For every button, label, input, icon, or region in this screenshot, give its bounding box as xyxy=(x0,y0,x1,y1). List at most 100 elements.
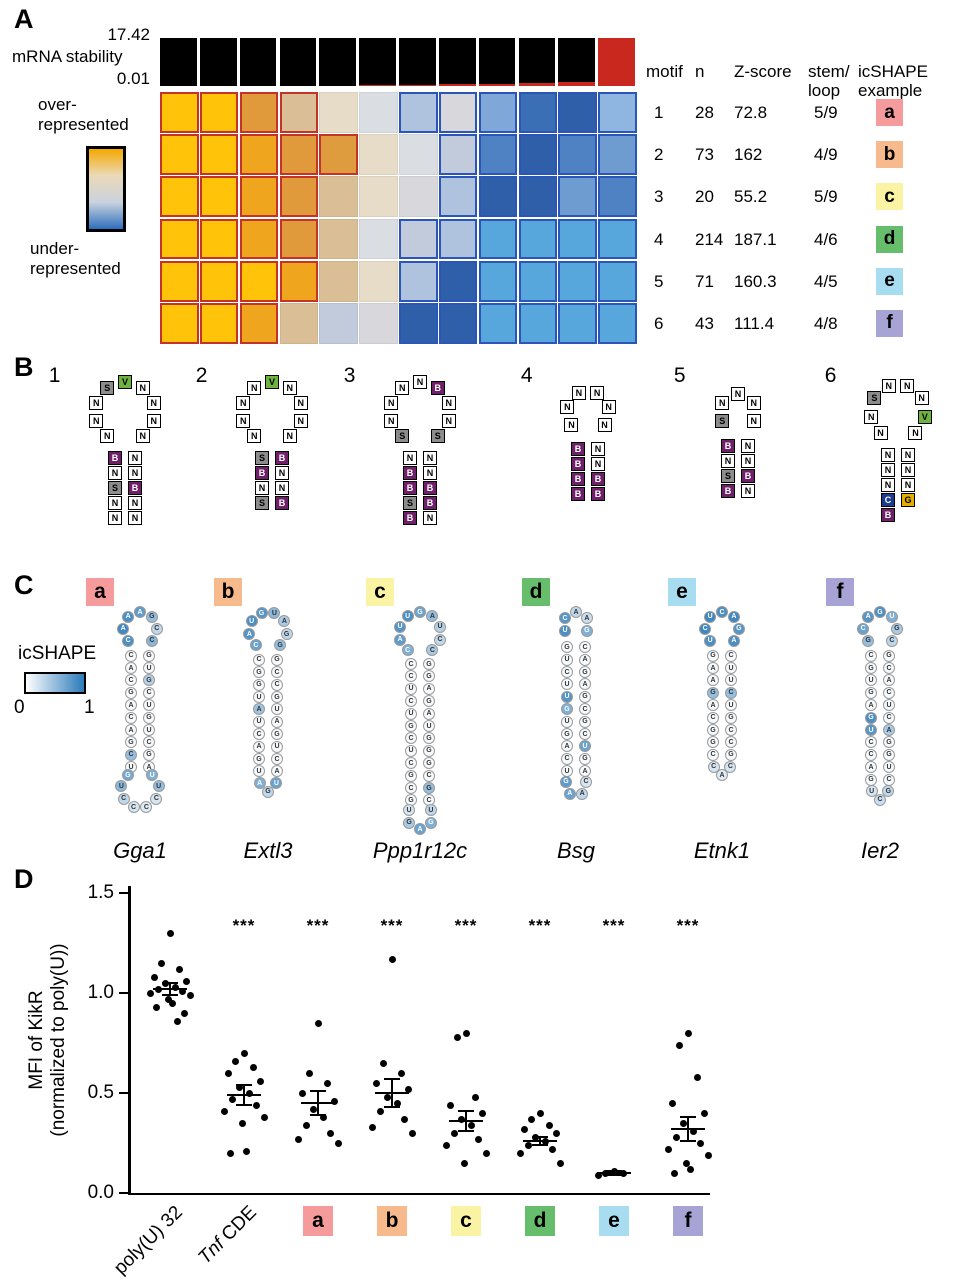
heatmap-cell xyxy=(399,134,438,176)
significance-stars: *** xyxy=(602,916,626,935)
data-point xyxy=(252,1101,260,1109)
sem-cap-top xyxy=(162,982,178,984)
data-point xyxy=(520,1125,528,1133)
data-point xyxy=(256,1077,264,1085)
structure-badge: a xyxy=(86,578,114,606)
nucleotide: C xyxy=(127,801,140,814)
panel-c-label: C xyxy=(14,570,34,600)
motif-residue-square: N xyxy=(293,414,308,429)
nucleotide: G xyxy=(561,641,573,654)
motif-number: 1 xyxy=(48,364,61,387)
panel-a-label: A xyxy=(14,4,34,34)
heatmap-cell xyxy=(239,218,279,260)
data-point xyxy=(556,1159,564,1167)
motif-residue-square: N xyxy=(135,380,150,395)
structure-badge: b xyxy=(214,578,242,606)
nucleotide: G xyxy=(732,622,745,635)
y-tick-label: 1.0 xyxy=(87,982,114,1003)
heatmap-cell xyxy=(160,176,199,218)
data-point xyxy=(552,1129,560,1137)
motif-residue-square: N xyxy=(900,379,915,394)
nucleotide: G xyxy=(255,607,268,620)
heatmap-cell xyxy=(438,218,478,260)
gene-name: Gga1 xyxy=(113,838,167,863)
nucleotide: U xyxy=(401,610,414,622)
motif-residue-square: N xyxy=(746,395,761,410)
data-point xyxy=(298,1089,306,1097)
table-header: Z-score xyxy=(734,62,792,81)
data-point xyxy=(379,1059,387,1067)
nucleotide: C xyxy=(725,724,737,736)
nucleotide: G xyxy=(125,686,137,699)
nucleotide: A xyxy=(580,612,593,625)
heatmap-cell xyxy=(558,260,597,302)
nucleotide: C xyxy=(716,606,728,618)
heatmap-cell xyxy=(160,134,199,176)
nucleotide: U xyxy=(423,720,435,733)
motif-residue-square: B xyxy=(108,451,122,466)
data-point xyxy=(368,1123,376,1131)
nucleotide: G xyxy=(280,628,293,641)
stability-bar xyxy=(279,38,317,86)
motif-residue-square: N xyxy=(128,466,142,481)
data-point xyxy=(150,973,158,981)
motif-residue-square: N xyxy=(597,418,612,433)
sem-cap-bottom xyxy=(384,1106,400,1108)
nucleotide: C xyxy=(401,644,414,656)
legend-under-line2: represented xyxy=(30,259,121,278)
data-point xyxy=(471,1093,479,1101)
nucleotide: A xyxy=(271,715,283,728)
motif-residue-square: V xyxy=(917,409,932,424)
motif-residue-square: B xyxy=(721,484,735,499)
motif-residue-square: N xyxy=(236,414,251,429)
stability-bar-highlight xyxy=(598,38,635,86)
data-point xyxy=(400,1115,408,1123)
stability-bar xyxy=(319,38,357,86)
nucleotide: C xyxy=(150,792,163,805)
sem-cap-bottom xyxy=(458,1130,474,1132)
significance-stars: *** xyxy=(306,916,330,935)
motif-residue-square: S xyxy=(715,414,730,429)
nucleotide: U xyxy=(143,724,155,736)
nucleotide: A xyxy=(570,606,582,618)
legend-over-line2: represented xyxy=(38,115,129,134)
nucleotide: G xyxy=(423,732,435,745)
nucleotide: A xyxy=(122,610,135,623)
nucleotide: G xyxy=(579,666,591,678)
table-zscore-value: 187.1 xyxy=(734,229,777,249)
sem-cap-top xyxy=(458,1110,474,1112)
nucleotide: G xyxy=(253,753,265,765)
motif-residue-square: N xyxy=(108,496,122,511)
motif-residue-square: B xyxy=(591,487,605,502)
heatmap-cell xyxy=(518,260,558,302)
table-zscore-value: 160.3 xyxy=(734,271,777,291)
nucleotide: G xyxy=(725,748,737,761)
heatmap-cell xyxy=(478,134,518,176)
data-point xyxy=(180,1009,188,1017)
heatmap-cell xyxy=(598,92,637,133)
legend-over-line1: over- xyxy=(38,95,77,114)
motif-residue-square: N xyxy=(413,374,427,389)
heatmap-cell xyxy=(478,218,518,260)
nucleotide: U xyxy=(561,653,573,666)
heatmap-cell xyxy=(279,260,319,302)
nucleotide: C xyxy=(140,801,153,814)
motif-residue-square: B xyxy=(571,457,585,472)
nucleotide: C xyxy=(125,748,137,761)
table-zscore-value: 162 xyxy=(734,145,763,165)
motif-residue-square: S xyxy=(867,391,882,406)
x-category-box: d xyxy=(525,1206,555,1236)
motif-residue-square: C xyxy=(881,493,895,508)
motif-residue-square: B xyxy=(571,487,585,502)
heatmap-cell xyxy=(160,260,199,302)
data-point xyxy=(302,1121,310,1129)
significance-stars: *** xyxy=(676,916,700,935)
motif-residue-square: S xyxy=(255,496,269,511)
stability-axis-label: mRNA stability xyxy=(12,47,123,66)
motif-residue-square: N xyxy=(864,409,879,424)
table-zscore-value: 55.2 xyxy=(734,187,768,207)
data-point xyxy=(404,1085,412,1093)
nucleotide: A xyxy=(423,707,435,720)
table-header: stem/ xyxy=(808,62,850,81)
